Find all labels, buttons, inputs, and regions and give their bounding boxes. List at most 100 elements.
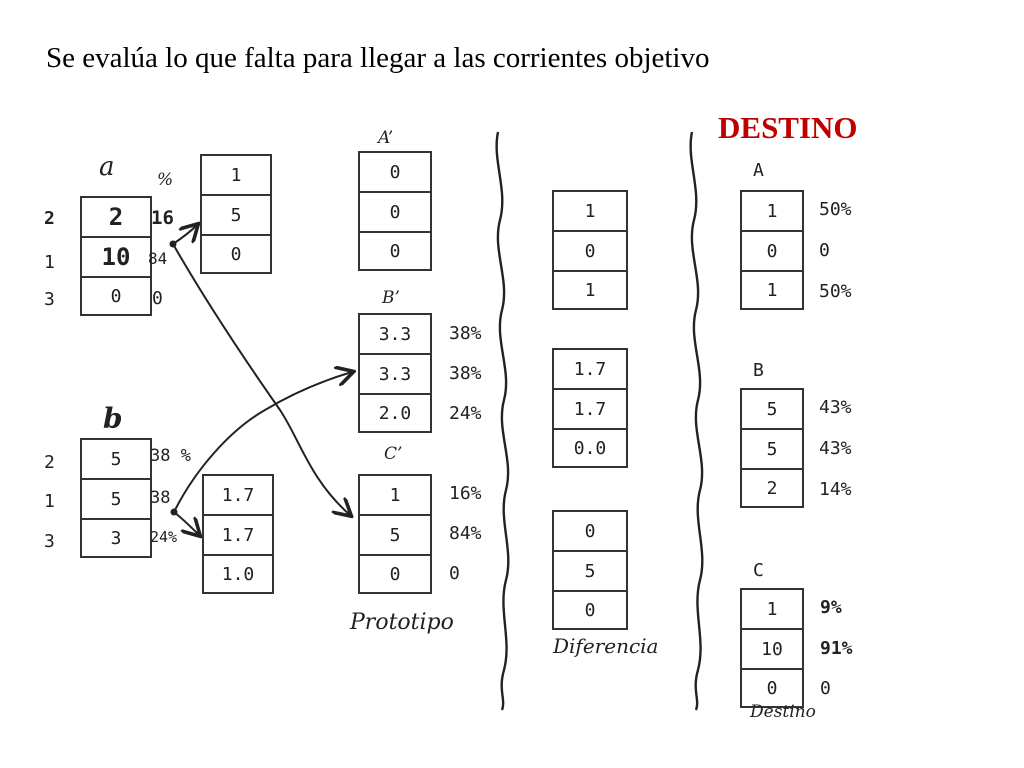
diferencia-a-cell: 0 [552,230,628,270]
destino-a-percent: 0 [819,240,830,261]
input-b-cell: 3 [80,518,152,558]
divider-right [689,131,704,711]
prototipo-c-cell: 1 [358,474,432,514]
prototipo-caption: Prototipo [350,610,454,635]
prototipo-b-cell: 3.3 [358,313,432,353]
destino-a-cell: 0 [740,230,804,270]
prototipo-a-box: 0 0 0 [358,151,432,271]
arrow-a-to-split [172,225,197,245]
input-b-label: b [103,402,123,435]
input-b-percent: 24% [150,528,178,546]
arrow-b-to-split [173,511,199,535]
prototipo-c-cell: 5 [358,514,432,554]
destino-a-label: A [753,160,764,181]
prototipo-c-label: C’ [384,444,403,464]
prototipo-b-label: B’ [382,288,400,308]
input-b-split-cell: 1.0 [202,554,274,594]
destino-c-cell: 1 [740,588,804,628]
diferencia-a-box: 1 0 1 [552,190,628,310]
destino-b-label: B [753,360,764,381]
destino-b-box: 5 5 2 [740,388,804,508]
destino-caption: Destino [750,702,816,722]
prototipo-b-cell: 3.3 [358,353,432,393]
prototipo-b-percent: 38% [449,323,482,344]
input-b-split-cell: 1.7 [202,514,274,554]
destino-c-cell: 0 [740,668,804,708]
destino-a-percent: 50% [819,199,852,220]
destino-a-percent: 50% [819,281,852,302]
input-b-row-id: 3 [44,531,55,552]
input-b-row-id: 1 [44,491,55,512]
prototipo-c-box: 1 5 0 [358,474,432,594]
destino-b-cell: 5 [740,388,804,428]
input-a-split-cell: 5 [200,194,272,234]
prototipo-c-cell: 0 [358,554,432,594]
input-b-row-id: 2 [44,452,55,473]
diferencia-c-cell: 0 [552,590,628,630]
diferencia-a-cell: 1 [552,270,628,310]
destino-c-percent: 0 [820,678,831,699]
input-a-split-box: 1 5 0 [200,154,272,274]
prototipo-a-label: A’ [378,128,394,148]
input-a-row-id: 1 [44,252,55,273]
input-b-split-box: 1.7 1.7 1.0 [202,474,274,594]
destino-a-cell: 1 [740,190,804,230]
prototipo-a-cell: 0 [358,151,432,191]
destino-c-box: 1 10 0 [740,588,804,708]
diferencia-c-box: 0 5 0 [552,510,628,630]
prototipo-c-percent: 0 [449,563,460,584]
input-a-cell: 10 [80,236,152,276]
prototipo-a-cell: 0 [358,191,432,231]
destino-b-percent: 14% [819,479,852,500]
input-a-percent: 0 [152,288,163,309]
diferencia-b-cell: 1.7 [552,388,628,428]
input-b-percent: 38 % [150,446,191,466]
input-a-row-id: 2 [44,208,55,229]
input-a-split-cell: 0 [200,234,272,274]
arrow-a-to-cprime [172,243,350,515]
input-a-label: a [99,152,115,182]
diferencia-b-cell: 1.7 [552,348,628,388]
prototipo-b-percent: 38% [449,363,482,384]
prototipo-b-box: 3.3 3.3 2.0 [358,313,432,433]
destino-c-label: C [753,560,764,581]
destino-c-cell: 10 [740,628,804,668]
input-a-percent: 84 [148,249,168,268]
input-b-cell: 5 [80,478,152,518]
prototipo-b-cell: 2.0 [358,393,432,433]
destino-c-percent: 9% [820,597,842,618]
input-b-cell: 5 [80,438,152,478]
input-a-split-cell: 1 [200,154,272,194]
destino-b-percent: 43% [819,397,852,418]
prototipo-c-percent: 16% [449,483,482,504]
input-a-box: 2 10 0 [80,196,152,316]
destino-title: DESTINO [718,110,858,145]
arrow-b-to-bprime [173,372,352,513]
diferencia-c-cell: 5 [552,550,628,590]
prototipo-c-percent: 84% [449,523,482,544]
destino-c-percent: 91% [820,638,853,659]
diferencia-caption: Diferencia [553,634,659,658]
destino-a-box: 1 0 1 [740,190,804,310]
slide-title: Se evalúa lo que falta para llegar a las… [46,42,710,74]
prototipo-b-percent: 24% [449,403,482,424]
destino-a-cell: 1 [740,270,804,310]
input-b-split-cell: 1.7 [202,474,274,514]
input-a-percent-header: % [157,170,174,190]
diferencia-b-box: 1.7 1.7 0.0 [552,348,628,468]
input-a-percent: 16 [151,207,174,229]
destino-b-cell: 2 [740,468,804,508]
divider-left [495,131,510,711]
diferencia-b-cell: 0.0 [552,428,628,468]
input-a-cell: 2 [80,196,152,236]
input-a-row-id: 3 [44,289,55,310]
input-b-percent: 38 [150,488,171,508]
input-b-box: 5 5 3 [80,438,152,558]
input-a-cell: 0 [80,276,152,316]
diferencia-a-cell: 1 [552,190,628,230]
prototipo-a-cell: 0 [358,231,432,271]
destino-b-percent: 43% [819,438,852,459]
destino-b-cell: 5 [740,428,804,468]
diferencia-c-cell: 0 [552,510,628,550]
